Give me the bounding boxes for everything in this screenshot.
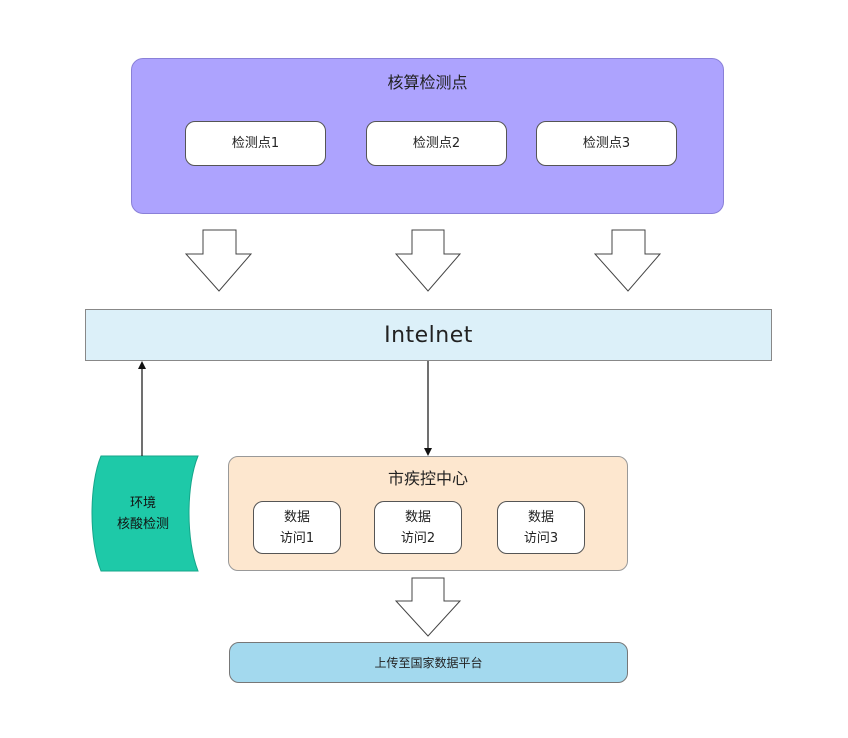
environment-line2: 核酸检测 — [116, 516, 169, 532]
testing-points-group: 核算检测点 检测点1 检测点2 检测点3 — [131, 58, 724, 214]
testing-point-2-label: 检测点2 — [412, 136, 461, 151]
block-arrow-down-3 — [593, 229, 662, 292]
testing-point-1-label: 检测点1 — [231, 136, 280, 151]
internet-label: Intelnet — [384, 322, 473, 348]
upload-label: 上传至国家数据平台 — [374, 656, 483, 670]
upload-platform[interactable]: 上传至国家数据平台 — [229, 642, 628, 683]
environment-shape — [91, 455, 199, 572]
data-access-3[interactable]: 数据 访问3 — [497, 501, 585, 554]
data-access-1-line1: 数据 — [283, 509, 310, 525]
cdc-title: 市疾控中心 — [387, 469, 468, 488]
data-access-2-line2: 访问2 — [400, 530, 436, 546]
block-arrow-down-cdc — [394, 577, 462, 637]
data-access-3-line2: 访问3 — [523, 530, 559, 546]
data-access-1-line2: 访问1 — [279, 530, 315, 546]
data-access-2[interactable]: 数据 访问2 — [374, 501, 462, 554]
testing-point-3-label: 检测点3 — [582, 136, 631, 151]
internet-to-cdc-arrowhead — [424, 448, 432, 456]
data-access-3-line1: 数据 — [527, 509, 554, 525]
testing-point-1[interactable]: 检测点1 — [185, 121, 326, 166]
block-arrow-down-1 — [184, 229, 253, 292]
testing-point-2[interactable]: 检测点2 — [366, 121, 507, 166]
environment-node[interactable]: 环境 核酸检测 — [86, 455, 200, 572]
data-access-1[interactable]: 数据 访问1 — [253, 501, 341, 554]
testing-points-title: 核算检测点 — [387, 73, 468, 92]
testing-point-3[interactable]: 检测点3 — [536, 121, 677, 166]
env-to-internet-arrowhead — [138, 361, 146, 369]
environment-line1: 环境 — [129, 495, 156, 511]
block-arrow-down-2 — [394, 229, 462, 292]
cdc-group: 市疾控中心 数据 访问1 数据 访问2 数据 访问3 — [228, 456, 628, 571]
data-access-2-line1: 数据 — [404, 509, 431, 525]
internet-bar: Intelnet — [85, 309, 772, 361]
